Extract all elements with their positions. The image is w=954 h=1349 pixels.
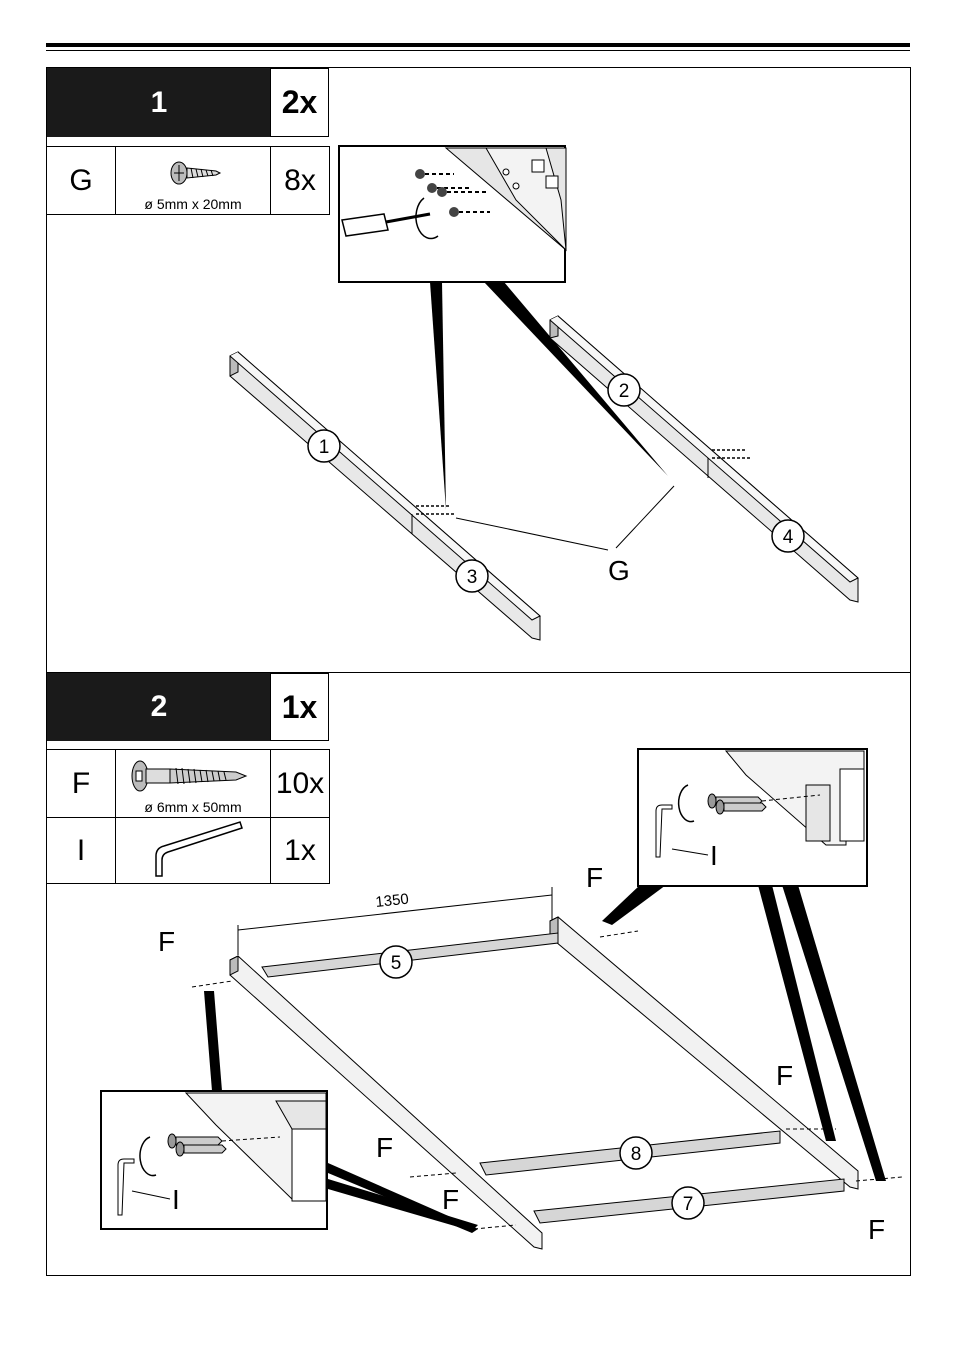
callout-g: G	[608, 555, 630, 586]
leader-i-bottom	[131, 1190, 171, 1200]
step-2-parts-table: F ø 6mm x 50mm 10x I 1x	[46, 749, 330, 884]
part-letter: F	[46, 749, 116, 818]
bolt-screw-icon	[131, 760, 248, 792]
part-label-7: 7	[671, 1186, 705, 1220]
allen-key-icon	[117, 1136, 157, 1216]
pointer-wedge-left	[430, 282, 446, 510]
pointer-wedge-3	[328, 1179, 478, 1231]
step-1-parts-table: G ø 5mm x 20mm 8x	[46, 146, 330, 215]
f-bolt-lines	[191, 930, 903, 1230]
step-divider	[46, 672, 911, 673]
part-row-f: F ø 6mm x 50mm 10x	[46, 749, 330, 818]
part-picture	[115, 817, 271, 884]
part-label-2: 2	[607, 373, 641, 407]
callout-f-4: F	[442, 1184, 459, 1215]
part-letter: I	[46, 817, 116, 884]
pointer-wedge-5	[782, 885, 886, 1181]
step-2-quantity: 1x	[270, 673, 329, 741]
page-frame	[46, 67, 911, 1276]
part-spec: ø 5mm x 20mm	[144, 196, 242, 212]
callout-f-3: F	[376, 1132, 393, 1163]
part-picture: ø 5mm x 20mm	[115, 146, 271, 215]
part-row-g: G ø 5mm x 20mm 8x	[46, 146, 330, 215]
part-letter: G	[46, 146, 116, 215]
inset-top-bolts	[707, 793, 821, 815]
part-count: 8x	[270, 146, 330, 215]
svg-text:1: 1	[319, 437, 330, 458]
part-count: 1x	[270, 817, 330, 884]
step-1-number: 1	[47, 68, 271, 137]
part-label-4: 4	[771, 519, 805, 553]
svg-text:3: 3	[467, 567, 478, 588]
svg-text:4: 4	[783, 527, 794, 548]
header-rule-thick	[46, 43, 910, 47]
inset-top-rail	[724, 750, 865, 846]
allen-key-icon	[655, 784, 695, 858]
leader-g-left	[455, 517, 609, 551]
header-rule-thin	[46, 50, 910, 51]
pointer-wedge-right	[484, 282, 668, 476]
part-spec: ø 6mm x 50mm	[144, 799, 242, 815]
rail-part-1-3	[229, 351, 541, 641]
inset-rail	[444, 147, 567, 252]
dimension-label: 1350	[375, 891, 410, 911]
pointer-wedge-4	[758, 885, 836, 1141]
inset-bottom-bolts	[167, 1133, 281, 1157]
part-row-i: I 1x	[46, 817, 330, 884]
callout-f-2: F	[586, 862, 603, 893]
part-label-1: 1	[307, 429, 341, 463]
part-label-3: 3	[455, 559, 489, 593]
svg-text:8: 8	[631, 1144, 642, 1165]
callout-f-1: F	[158, 926, 175, 957]
svg-text:7: 7	[683, 1194, 694, 1215]
step-1-quantity: 2x	[270, 68, 329, 137]
callout-f-5: F	[776, 1060, 793, 1091]
part-picture: ø 6mm x 50mm	[115, 749, 271, 818]
dimension-line	[237, 887, 553, 955]
step-2-diagram: I I 1350	[100, 748, 903, 1250]
screw-icons	[415, 169, 490, 217]
step-2-number: 2	[47, 673, 271, 741]
step-1-diagram: G 1 2 3 4	[229, 145, 859, 641]
part-count: 10x	[270, 749, 330, 818]
allen-key-icon	[155, 821, 243, 877]
leader-i-top	[671, 848, 709, 856]
inset-bottom-rail	[184, 1092, 327, 1202]
pointer-wedge-6	[602, 885, 666, 925]
callout-f-6: F	[868, 1214, 885, 1245]
screwdriver-icon	[341, 197, 439, 240]
pointer-wedge-1	[204, 991, 222, 1091]
svg-text:2: 2	[619, 381, 630, 402]
rail-part-2-4	[549, 315, 859, 603]
wood-screw-icon	[170, 161, 222, 185]
svg-text:5: 5	[391, 953, 402, 974]
callout-i-bottom: I	[172, 1184, 180, 1215]
leader-g-right	[615, 485, 675, 549]
part-label-5: 5	[379, 945, 413, 979]
part-label-8: 8	[619, 1136, 653, 1170]
callout-i-top: I	[710, 840, 718, 871]
join-screws	[416, 449, 750, 515]
